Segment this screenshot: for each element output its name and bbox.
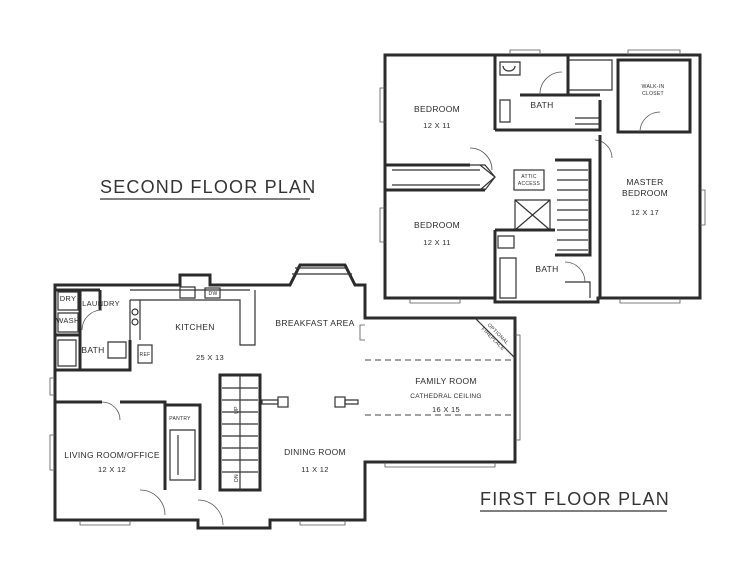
- attic-access-label-1: ATTIC: [521, 174, 537, 180]
- family-room-opening: [365, 359, 515, 416]
- bottom-bath-door-swing: [564, 261, 586, 283]
- bedroom1-size: 12 X 11: [423, 121, 450, 130]
- bay-window-glass: [292, 267, 352, 275]
- kitchen-counter: [129, 289, 256, 346]
- first-floor-stair-wall: [218, 373, 262, 492]
- laundry-label: LAUNDRY: [82, 299, 120, 308]
- second-floor-plan: [379, 49, 706, 304]
- bath-sink: [57, 339, 77, 367]
- column-railing-1: [261, 399, 279, 405]
- second-floor-stair-wall: [555, 158, 592, 257]
- first-floor-plan: [49, 263, 521, 530]
- hall-diagonal-wall: [470, 164, 496, 191]
- dining-room-size: 11 X 12: [301, 465, 328, 474]
- bottom-bath-label: BATH: [535, 264, 558, 274]
- linen-closet: [565, 281, 591, 298]
- attic-access-label-2: ACCESS: [518, 181, 541, 187]
- closet-door-swing: [639, 111, 661, 133]
- dry-label: DRY: [60, 294, 77, 303]
- linen-shelves: [575, 117, 600, 125]
- bottom-bath-toilet: [497, 235, 515, 249]
- pantry-label: PANTRY: [169, 416, 191, 422]
- kitchen-label: KITCHEN: [175, 322, 214, 332]
- first-floor-bath-label: BATH: [81, 345, 104, 355]
- top-bath-wall: [495, 55, 602, 132]
- column-railing-2: [344, 399, 359, 405]
- column-1: [277, 396, 289, 408]
- attic-access-box: [513, 169, 545, 191]
- bedroom1-label: BEDROOM: [414, 104, 460, 114]
- kitchen-sink: [179, 286, 196, 299]
- stair-up-label-group: UP: [234, 406, 240, 414]
- master-bedroom-label-2: BEDROOM: [622, 188, 668, 198]
- walk-in-closet-label-2: CLOSET: [642, 91, 664, 97]
- front-door-swing: [197, 499, 224, 526]
- second-floor-windows: [379, 49, 706, 304]
- top-bath-door-swing: [539, 71, 563, 96]
- bedroom2-label: BEDROOM: [414, 220, 460, 230]
- bottom-bath-tub: [499, 257, 517, 299]
- top-bath-label: BATH: [530, 100, 553, 110]
- hall-door-swing-1: [469, 147, 493, 171]
- stair-dn-label: DN: [234, 474, 240, 482]
- living-room-size: 12 X 12: [98, 465, 126, 474]
- closet-shelf: [392, 169, 480, 186]
- living-room-label: LIVING ROOM/OFFICE: [64, 450, 160, 460]
- living-room-door-swing: [101, 401, 121, 421]
- first-floor-outer-wall: [53, 263, 517, 530]
- cathedral-ceiling-label: CATHEDRAL CEILING: [410, 393, 482, 400]
- hall-door-swing-2: [594, 139, 613, 159]
- first-floor-windows: [49, 324, 521, 526]
- master-bedroom-label-1: MASTER: [626, 177, 663, 187]
- master-bedroom-size: 12 X 17: [631, 208, 659, 217]
- top-bath-toilet: [499, 61, 521, 76]
- wash-label: WASH: [56, 316, 79, 325]
- bath-toilet: [107, 341, 127, 359]
- bottom-bath-wall: [493, 228, 555, 298]
- cooktop: [131, 308, 139, 326]
- entry-door-swing: [139, 489, 166, 516]
- stair-up-label: UP: [234, 406, 240, 414]
- stairwell-open-box: [514, 199, 551, 231]
- kitchen-size: 25 X 13: [196, 353, 224, 362]
- pantry-wall: [165, 403, 202, 490]
- second-floor-outer-wall: [383, 53, 702, 304]
- laundry-door-swing: [81, 309, 103, 331]
- second-floor-stairs: [557, 169, 588, 251]
- optional-fireplace: [473, 317, 516, 360]
- top-bath-sink: [499, 99, 511, 123]
- ref-label: REF: [140, 352, 151, 358]
- dining-room-label: DINING ROOM: [284, 447, 346, 457]
- bedroom2-size: 12 X 11: [423, 238, 450, 247]
- dryer: [57, 291, 79, 311]
- living-room-wall: [55, 400, 167, 490]
- family-room-size: 16 X 15: [432, 405, 460, 414]
- column-2: [334, 396, 346, 408]
- breakfast-area-label: BREAKFAST AREA: [275, 318, 354, 328]
- walk-in-closet-label-1: WALK-IN: [642, 84, 665, 90]
- laundry-wall: [55, 288, 132, 372]
- stair-dn-label-group: DN: [234, 474, 240, 482]
- refrigerator: [137, 344, 153, 364]
- dishwasher: [204, 287, 221, 299]
- coat-closet: [169, 429, 196, 481]
- family-room-label: FAMILY ROOM: [415, 376, 477, 386]
- first-floor-title: FIRST FLOOR PLAN: [480, 489, 670, 509]
- second-floor-title: SECOND FLOOR PLAN: [100, 177, 316, 197]
- fireplace-label-group: OPTIONAL FIREPLACE: [480, 322, 510, 352]
- first-floor-stairs: [222, 375, 258, 490]
- walk-in-closet-wall: [616, 58, 692, 134]
- dw-label: DW: [209, 291, 218, 297]
- washer: [57, 312, 79, 333]
- top-bath-tub: [568, 59, 613, 91]
